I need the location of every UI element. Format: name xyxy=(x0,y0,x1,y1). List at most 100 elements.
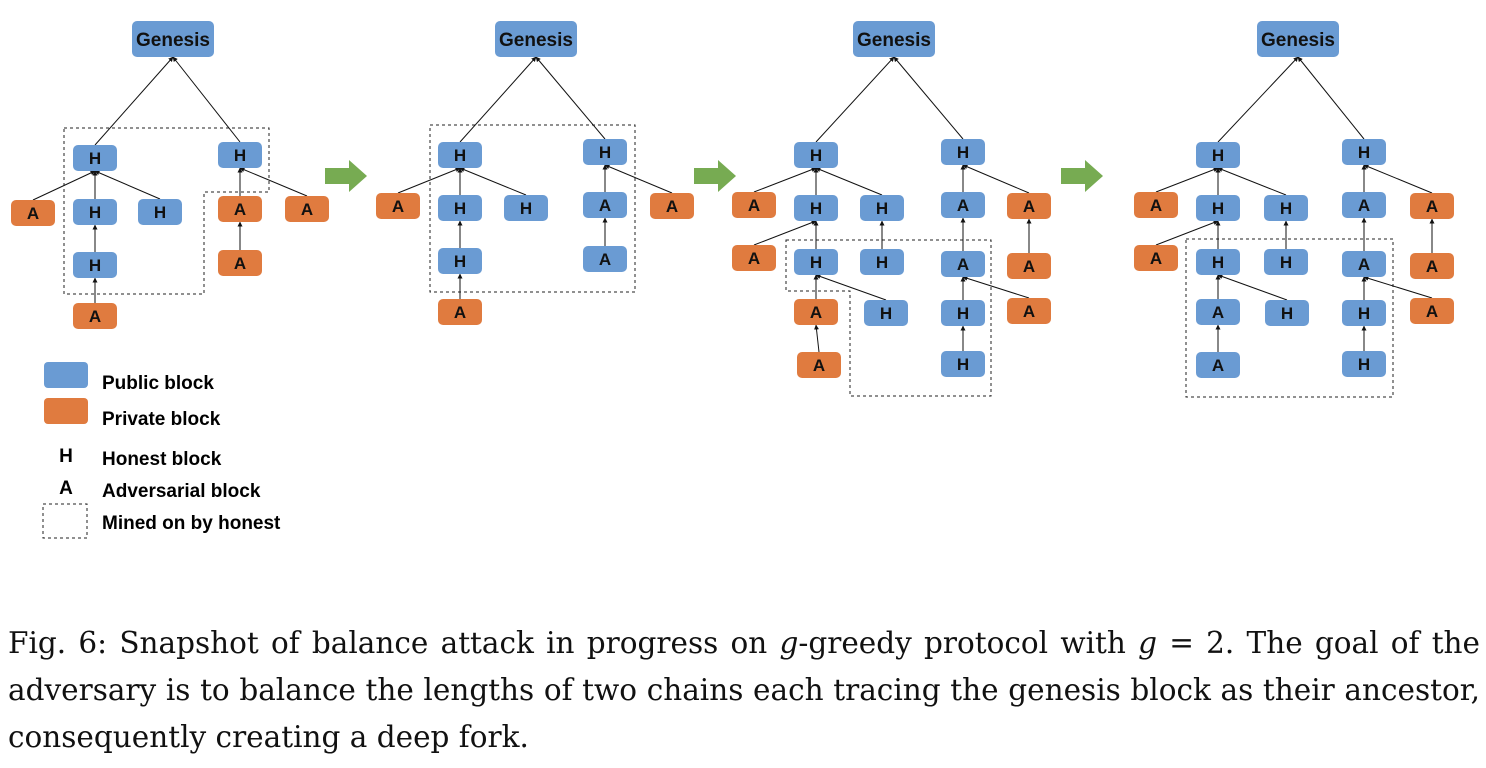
public-block: A xyxy=(941,251,985,277)
public-block: H xyxy=(794,195,838,221)
block-label: H xyxy=(957,304,969,323)
private-block: A xyxy=(1007,253,1051,279)
chain-link-edge xyxy=(94,56,174,146)
block-label: A xyxy=(666,197,678,216)
chain-link-edge xyxy=(604,164,673,194)
block-label: A xyxy=(1358,196,1370,215)
block-label: A xyxy=(813,356,825,375)
public-block: H xyxy=(941,300,985,326)
public-block: H xyxy=(438,248,482,274)
public-block: H xyxy=(583,139,627,165)
private-block: A xyxy=(1410,253,1454,279)
block-label: H xyxy=(1280,253,1292,272)
private-block: A xyxy=(1007,193,1051,219)
block-label: A xyxy=(301,200,313,219)
block-label: H xyxy=(810,199,822,218)
honest-mined-region xyxy=(785,239,992,397)
private-block: A xyxy=(1410,193,1454,219)
private-block: A xyxy=(376,193,420,219)
legend-letter: A xyxy=(59,478,73,499)
block-label: H xyxy=(520,199,532,218)
chain-link-edge xyxy=(815,274,887,301)
block-label: A xyxy=(1150,196,1162,215)
caption-math-variable: g xyxy=(779,626,799,660)
block-label: H xyxy=(1281,304,1293,323)
chain-link-edge xyxy=(753,220,817,246)
honest-mined-region xyxy=(1185,238,1394,398)
block-label: H xyxy=(454,146,466,165)
chain-link-edge xyxy=(535,56,606,140)
chain-link-edge xyxy=(1217,56,1299,143)
chain-link-edge xyxy=(815,167,883,196)
caption-fragment: Snapshot of balance attack in progress o… xyxy=(107,626,780,660)
legend-item-dashed: Mined on by honest xyxy=(42,503,281,539)
chain-link-edge xyxy=(1217,167,1287,196)
block-label: H xyxy=(89,256,101,275)
public-block: H xyxy=(860,195,904,221)
private-block: A xyxy=(1134,192,1178,218)
public-block: H xyxy=(218,142,262,168)
public-block: H xyxy=(864,300,908,326)
public-block: H xyxy=(1265,300,1309,326)
private-block: A xyxy=(794,299,838,325)
public-block: H xyxy=(941,139,985,165)
chain-link-edge xyxy=(815,56,895,143)
public-block: H xyxy=(860,249,904,275)
block-label: A xyxy=(392,197,404,216)
edges xyxy=(397,56,673,299)
edges xyxy=(753,56,1032,353)
caption-fragment: -greedy protocol with xyxy=(798,626,1139,660)
private-block: A xyxy=(732,192,776,218)
genesis-block: Genesis xyxy=(1257,21,1339,57)
block-label: A xyxy=(454,303,466,322)
block-label: A xyxy=(1150,249,1162,268)
public-block: H xyxy=(941,351,985,377)
block-label: A xyxy=(748,249,760,268)
caption-figure-label: Fig. 6: xyxy=(8,626,108,660)
public-block: A xyxy=(941,192,985,218)
block-label: H xyxy=(599,143,611,162)
block-label: H xyxy=(454,199,466,218)
chain-link-edge xyxy=(1297,56,1365,140)
public-block: H xyxy=(1196,195,1240,221)
public-block: A xyxy=(1196,299,1240,325)
private-block: A xyxy=(1410,298,1454,324)
block-label: H xyxy=(1212,253,1224,272)
private-block: A xyxy=(1134,245,1178,271)
step-arrow-icon xyxy=(325,160,367,192)
caption-text: Snapshot of balance attack in progress o… xyxy=(8,626,1480,754)
block-label: Genesis xyxy=(857,30,931,51)
private-block: A xyxy=(218,196,262,222)
public-block: H xyxy=(438,195,482,221)
public-block: A xyxy=(583,192,627,218)
block-label: H xyxy=(957,355,969,374)
private-block: A xyxy=(11,200,55,226)
block-label: H xyxy=(810,253,822,272)
caption-fragment: = 2. The goal of the adversary is to bal… xyxy=(8,626,1481,754)
chain-link-edge xyxy=(1363,275,1433,299)
public-block: H xyxy=(73,145,117,171)
public-block: A xyxy=(583,246,627,272)
block-label: H xyxy=(810,146,822,165)
block-label: H xyxy=(1212,146,1224,165)
block-label: H xyxy=(1358,304,1370,323)
block-label: Genesis xyxy=(1261,30,1335,51)
block-label: H xyxy=(454,252,466,271)
edges xyxy=(32,56,308,303)
legend-item-public: Public block xyxy=(44,362,214,394)
chain-link-edge xyxy=(32,170,96,201)
block-label: A xyxy=(748,196,760,215)
block-label: A xyxy=(1426,302,1438,321)
step-arrow-icon xyxy=(1061,160,1103,192)
block-label: A xyxy=(599,196,611,215)
public-block: A xyxy=(1196,352,1240,378)
block-label: A xyxy=(27,204,39,223)
public-block: H xyxy=(794,249,838,275)
public-block: H xyxy=(1196,142,1240,168)
legend-label: Adversarial block xyxy=(102,481,261,502)
chain-link-edge xyxy=(239,167,308,197)
private-block: A xyxy=(73,303,117,329)
